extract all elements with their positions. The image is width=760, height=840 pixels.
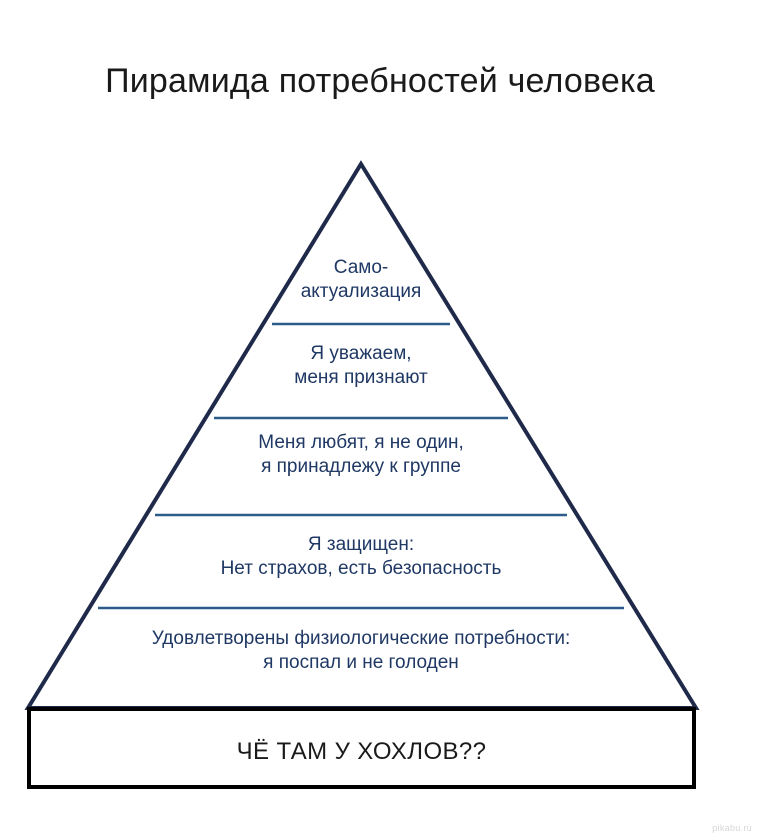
pyramid-tier-self-actualization: Само- актуализация <box>300 257 422 303</box>
page-title: Пирамида потребностей человека <box>105 62 655 100</box>
punchline-text: ЧЁ ТАМ У ХОХЛОВ?? <box>236 738 487 765</box>
pyramid-tier-esteem: Я уважаем, меня признают <box>294 343 428 389</box>
pyramid-tier-physiological: Удовлетворены физиологические потребност… <box>151 628 571 674</box>
watermark: pikabu.ru <box>712 823 752 833</box>
pyramid-tier-safety: Я защищен: Нет страхов, есть безопасност… <box>220 534 502 580</box>
punchline-box: ЧЁ ТАМ У ХОХЛОВ?? <box>27 707 696 789</box>
pyramid-tier-belonging: Меня любят, я не один, я принадлежу к гр… <box>258 432 464 478</box>
